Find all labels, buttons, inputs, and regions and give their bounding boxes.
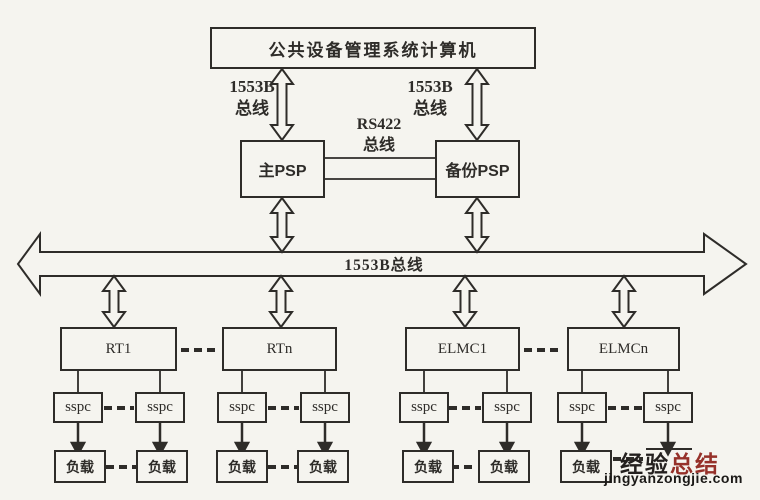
watermark-logo: 经验总结 <box>620 445 720 479</box>
rs422-label-line1: RS422 <box>356 116 402 133</box>
elmcn-box: ELMCn <box>567 327 680 371</box>
sspc-box: sspc <box>643 392 693 423</box>
load-box: 负载 <box>297 450 349 483</box>
sspc-box: sspc <box>300 392 350 423</box>
computer-box: 公共设备管理系统计算机 <box>210 27 536 69</box>
load-box: 负载 <box>560 450 612 483</box>
sspc-box: sspc <box>53 392 103 423</box>
load-box: 负载 <box>478 450 530 483</box>
arrow-computer-psp-backup <box>464 67 490 142</box>
arrow-psp-primary-bus <box>269 196 295 254</box>
load-box: 负载 <box>136 450 188 483</box>
main-bus-label: 1553B总线 <box>344 257 424 274</box>
rs422-label-line2: 总线 <box>362 137 395 154</box>
sspc-box: sspc <box>217 392 267 423</box>
sspc-box: sspc <box>482 392 532 423</box>
watermark-url: jingyanzongjie.com <box>604 470 743 486</box>
bus-label-right-line1: 1553B <box>407 77 453 96</box>
sspc-load-arrows <box>69 423 677 457</box>
load-box: 负载 <box>402 450 454 483</box>
sspc-box: sspc <box>557 392 607 423</box>
rt1-box: RT1 <box>60 327 177 371</box>
sspc-box: sspc <box>135 392 185 423</box>
watermark-text-black: 经验 <box>620 451 670 477</box>
arrow-bus-elmc1 <box>452 274 478 329</box>
bus-label-left-line1: 1553B <box>229 77 275 96</box>
rs422-bus-label: RS422 总线 <box>348 114 410 156</box>
terminal-sspc-links <box>77 371 669 392</box>
bus-label-right-line2: 总线 <box>413 99 447 118</box>
main-bus-arrow <box>16 230 748 298</box>
ellipsis-dashes <box>104 348 643 469</box>
watermark-text-red: 总结 <box>670 451 720 477</box>
bus-label-left-line2: 总线 <box>235 99 269 118</box>
arrow-psp-backup-bus <box>464 196 490 254</box>
bus-label-left: 1553B 总线 <box>222 76 282 120</box>
rs422-link-lines <box>325 157 435 180</box>
psp-primary-box: 主PSP <box>240 140 325 198</box>
elmc1-box: ELMC1 <box>405 327 520 371</box>
load-box: 负载 <box>216 450 268 483</box>
load-box: 负载 <box>54 450 106 483</box>
arrow-bus-elmcn <box>611 274 637 329</box>
arrow-bus-rt1 <box>101 274 127 329</box>
arrow-bus-rtn <box>268 274 294 329</box>
sspc-box: sspc <box>399 392 449 423</box>
psp-backup-box: 备份PSP <box>435 140 520 198</box>
rtn-box: RTn <box>222 327 337 371</box>
bus-label-right: 1553B 总线 <box>400 76 460 120</box>
